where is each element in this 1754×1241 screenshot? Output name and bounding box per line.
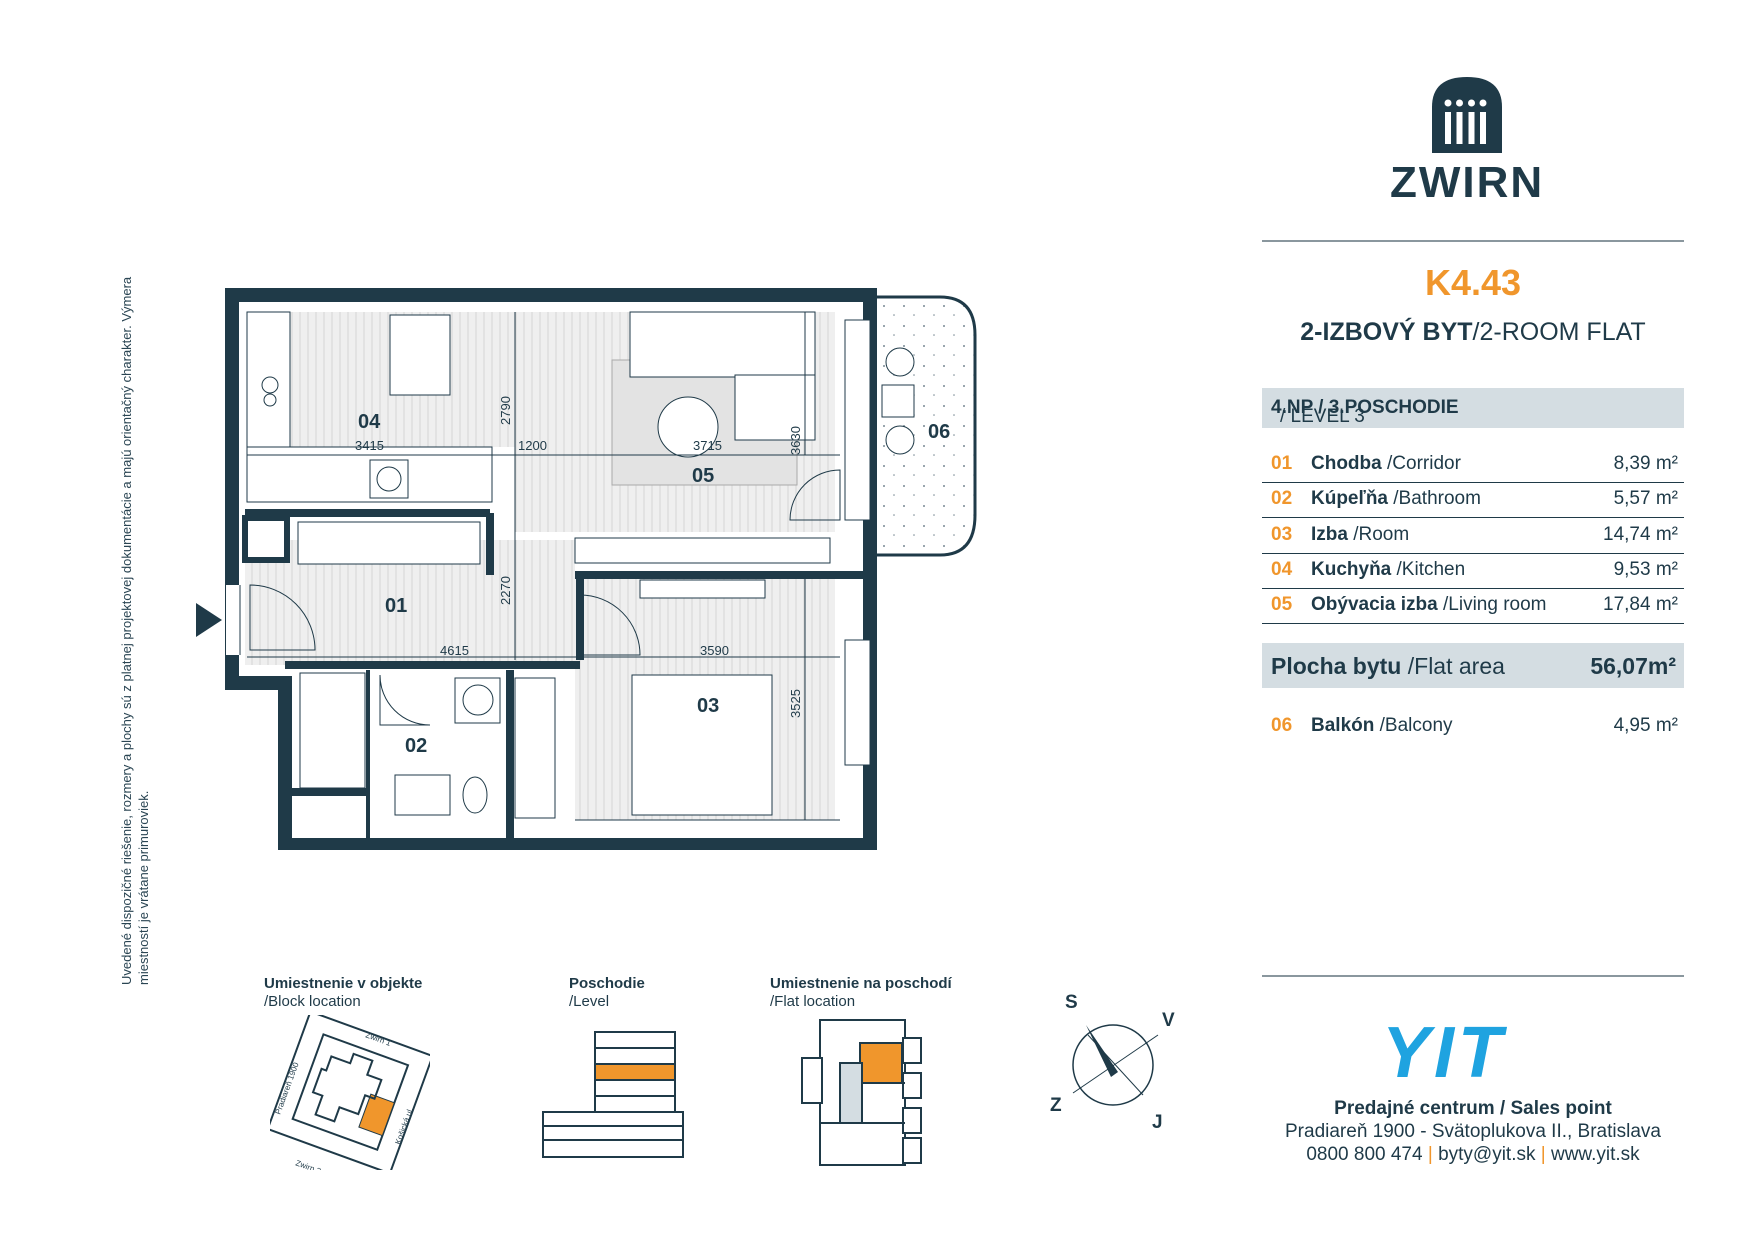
level-diagram (542, 1031, 684, 1158)
zwirn-logo-icon (1432, 77, 1502, 153)
street-kosicka: Košická ul. (393, 1106, 415, 1145)
room-number: 05 (1271, 594, 1293, 615)
block-location-diagram: Zwirn 1 Pradiareň 1900 Zwirn 3 Košická u… (270, 1015, 430, 1170)
flat-location-diagram (801, 1019, 922, 1166)
room-number: 04 (1271, 559, 1293, 580)
flat-area-band: Plocha bytu /Flat area 56,07m² (1262, 643, 1684, 688)
room-area: 9,53 m² (1613, 559, 1678, 580)
room-area: 5,57 m² (1613, 488, 1678, 509)
dim-1200: 1200 (518, 438, 547, 453)
sales-point: Predajné centrum / Sales point Pradiareň… (1285, 1098, 1661, 1165)
room-name: Chodba /Corridor (1311, 453, 1461, 474)
compass-north: S (1065, 992, 1078, 1013)
divider-bottom (1262, 975, 1684, 977)
disclaimer-note: Uvedené dispozičné riešenie, rozmery a p… (119, 276, 151, 985)
brand-name: ZWIRN (1390, 158, 1545, 207)
level-sk: 4.NP / 3.POSCHODIE (1271, 397, 1459, 418)
room-row: 02 Kúpeľňa /Bathroom 5,57 m² (1262, 482, 1684, 518)
room-row: 01 Chodba /Corridor 8,39 m² (1262, 447, 1684, 483)
compass-east: V (1162, 1010, 1175, 1031)
flat-code: K4.43 (1424, 262, 1522, 303)
divider-top (1262, 240, 1684, 242)
room-number: 02 (1271, 488, 1293, 509)
level-title: Poschodie/Level (569, 975, 645, 1010)
label-room-03: 03 (697, 695, 719, 717)
label-room-04: 04 (358, 411, 381, 433)
street-zwirn1: Zwirn 1 (364, 1030, 392, 1048)
dim-3525: 3525 (788, 689, 803, 718)
dim-3415: 3415 (355, 438, 384, 453)
room-row: 03 Izba /Room 14,74 m² (1262, 518, 1684, 554)
dim-2790: 2790 (498, 396, 513, 425)
room-name: Obývacia izba /Living room (1311, 594, 1547, 615)
room-area: 17,84 m² (1603, 594, 1678, 615)
room-area: 8,39 m² (1613, 453, 1678, 474)
web-link[interactable]: www.yit.sk (1550, 1144, 1640, 1165)
yit-logo: YIT (1382, 1013, 1507, 1093)
phone[interactable]: 0800 800 474 (1306, 1144, 1423, 1165)
room-row: 04 Kuchyňa /Kitchen 9,53 m² (1262, 553, 1684, 589)
label-room-01: 01 (385, 595, 407, 617)
floor-plan: 04 05 01 02 03 06 3415 1200 3715 4615 35… (196, 288, 977, 850)
compass-west: Z (1050, 1095, 1062, 1116)
label-room-06: 06 (928, 421, 950, 443)
block-location-title: Umiestnenie v objekte/Block location (264, 975, 423, 1010)
dim-3630: 3630 (788, 426, 803, 455)
room-area: 14,74 m² (1603, 524, 1678, 545)
level-band: 4.NP / 3.POSCHODIE / LEVEL 3 (1262, 388, 1684, 428)
room-name: Izba /Room (1311, 524, 1410, 545)
flat-area-value: 56,07m² (1590, 653, 1676, 679)
flat-location-title: Umiestnenie na poschodí/Flat location (770, 975, 952, 1010)
balcony-area (870, 295, 977, 557)
room-row: 05 Obývacia izba /Living room 17,84 m² (1262, 588, 1684, 624)
street-zwirn3: Zwirn 3 (294, 1158, 322, 1170)
room-name: Kúpeľňa /Bathroom (1311, 488, 1481, 509)
dim-3715: 3715 (693, 438, 722, 453)
compass-south: J (1152, 1112, 1163, 1133)
label-room-02: 02 (405, 735, 427, 757)
room-number: 01 (1271, 453, 1293, 474)
email-link[interactable]: byty@yit.sk (1438, 1144, 1536, 1165)
level-en: / LEVEL 3 (1280, 406, 1365, 427)
room-name: Kuchyňa /Kitchen (1311, 559, 1466, 580)
dim-2270: 2270 (498, 576, 513, 605)
dim-4615: 4615 (440, 643, 469, 658)
entrance-arrow-icon (196, 603, 222, 637)
balcony-row: 06 Balkón /Balcony 4,95 m² (1271, 715, 1678, 736)
label-room-05: 05 (692, 465, 714, 487)
flat-type: 2-IZBOVÝ BYT/2-ROOM FLAT (1300, 318, 1646, 346)
compass-icon (1072, 1024, 1159, 1106)
dim-3590: 3590 (700, 643, 729, 658)
room-number: 03 (1271, 524, 1293, 545)
